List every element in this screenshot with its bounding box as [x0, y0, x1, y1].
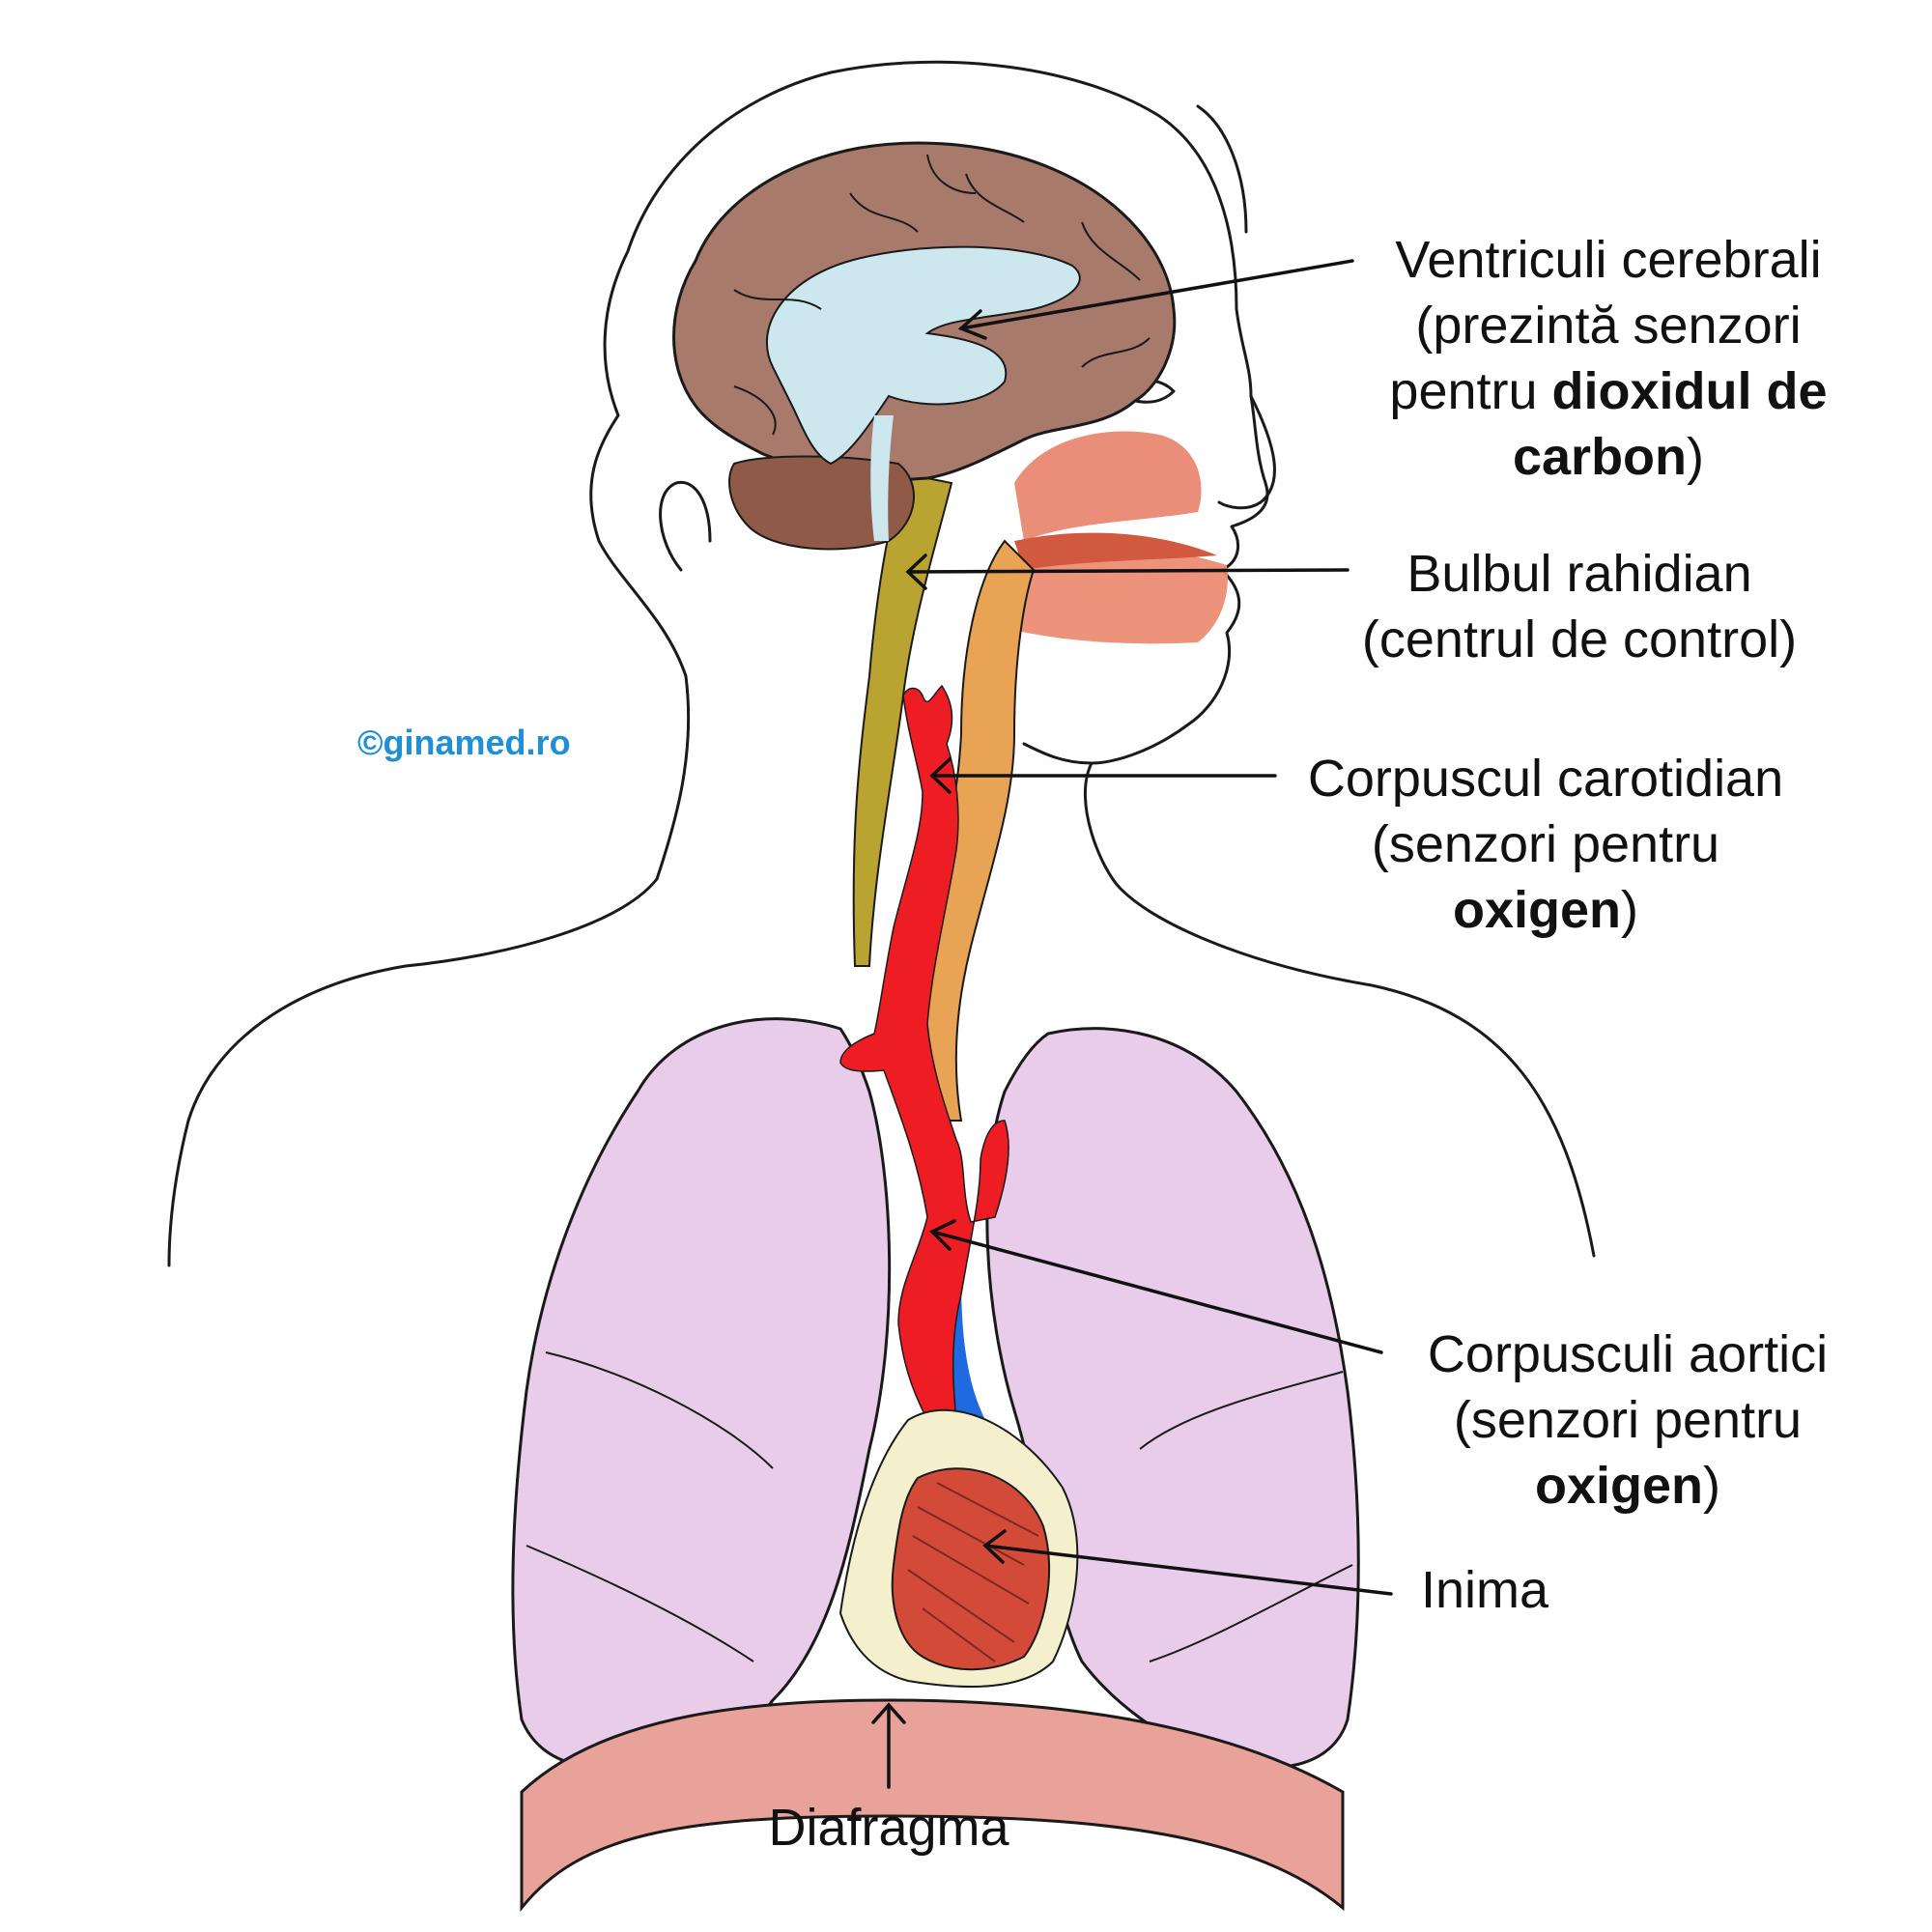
label-carotid-line3: oxigen)	[1285, 877, 1806, 943]
nose-outline	[1217, 394, 1276, 510]
label-aortic-line2: (senzori pentru	[1453, 1391, 1803, 1449]
diaphragm-arrowhead	[871, 1702, 906, 1724]
spinal-cord	[852, 471, 953, 967]
label-bulb: Bulbul rahidian (centrul de control)	[1328, 541, 1831, 672]
heart-striations	[907, 1482, 1039, 1662]
label-heart: Inima	[1403, 1557, 1567, 1623]
bulb-arrow	[906, 568, 1350, 574]
label-bulb-line2: (centrul de control)	[1361, 611, 1798, 668]
label-carotid: Corpuscul carotidian (senzori pentru oxi…	[1285, 746, 1806, 943]
label-aortic-line3-bold: oxigen	[1534, 1457, 1704, 1515]
label-aortic-line3-post: )	[1703, 1457, 1720, 1515]
label-ventricles-line4-bold: carbon	[1512, 428, 1688, 486]
label-ventricles-line4-post: )	[1687, 428, 1705, 486]
label-ventricles-line1: Ventriculi cerebrali	[1395, 231, 1822, 289]
diaphragm-muscle	[520, 1698, 1345, 1913]
watermark-text: ©ginamed.ro	[357, 723, 571, 762]
nasal-cavity	[1014, 431, 1202, 541]
ventricles-arrowhead	[957, 309, 987, 340]
label-aortic-line1: Corpusculi aortici	[1427, 1325, 1829, 1383]
body-outline	[167, 60, 1596, 1267]
carotid-aorta	[839, 684, 1009, 1421]
ventricles-cavity	[765, 245, 1081, 466]
left-lung	[511, 1017, 892, 1770]
carotid-arrowhead	[929, 757, 952, 794]
label-ventricles-line3-pre: pentru	[1389, 362, 1552, 420]
bulb-arrowhead	[905, 554, 927, 590]
label-diaphragm: Diafragma	[744, 1795, 1034, 1861]
label-heart-line1: Inima	[1420, 1561, 1549, 1619]
label-carotid-line1: Corpuscul carotidian	[1307, 750, 1784, 808]
label-bulb-line1: Bulbul rahidian	[1406, 545, 1752, 603]
lung-fissures	[526, 1351, 1353, 1662]
label-ventricles-line3: pentru dioxidul de	[1357, 358, 1860, 424]
tongue	[1014, 532, 1217, 570]
label-aortic-line3: oxigen)	[1391, 1453, 1864, 1519]
aortic-arrowhead	[929, 1219, 956, 1251]
ear-outline	[659, 480, 712, 572]
label-diaphragm-line1: Diafragma	[768, 1799, 1009, 1857]
label-ventricles-line2: (prezintă senzori	[1415, 297, 1802, 355]
heart-arrowhead	[982, 1529, 1007, 1564]
label-ventricles: Ventriculi cerebrali (prezintă senzori p…	[1357, 227, 1860, 490]
label-aortic: Corpusculi aortici (senzori pentru oxige…	[1391, 1321, 1864, 1519]
aortic-arrow	[930, 1230, 1383, 1354]
brain-folds	[733, 154, 1151, 436]
label-ventricles-line3-bold: dioxidul de	[1551, 362, 1828, 420]
hair-line	[1196, 104, 1248, 234]
brain-stem-canal	[870, 415, 894, 541]
label-carotid-line2: (senzori pentru	[1371, 815, 1720, 873]
label-ventricles-line4: carbon)	[1357, 424, 1860, 490]
ventricles-arrow	[959, 259, 1354, 330]
heart-arrow	[983, 1544, 1393, 1596]
label-carotid-line3-bold: oxigen	[1452, 881, 1622, 939]
label-carotid-line3-post: )	[1621, 881, 1638, 939]
